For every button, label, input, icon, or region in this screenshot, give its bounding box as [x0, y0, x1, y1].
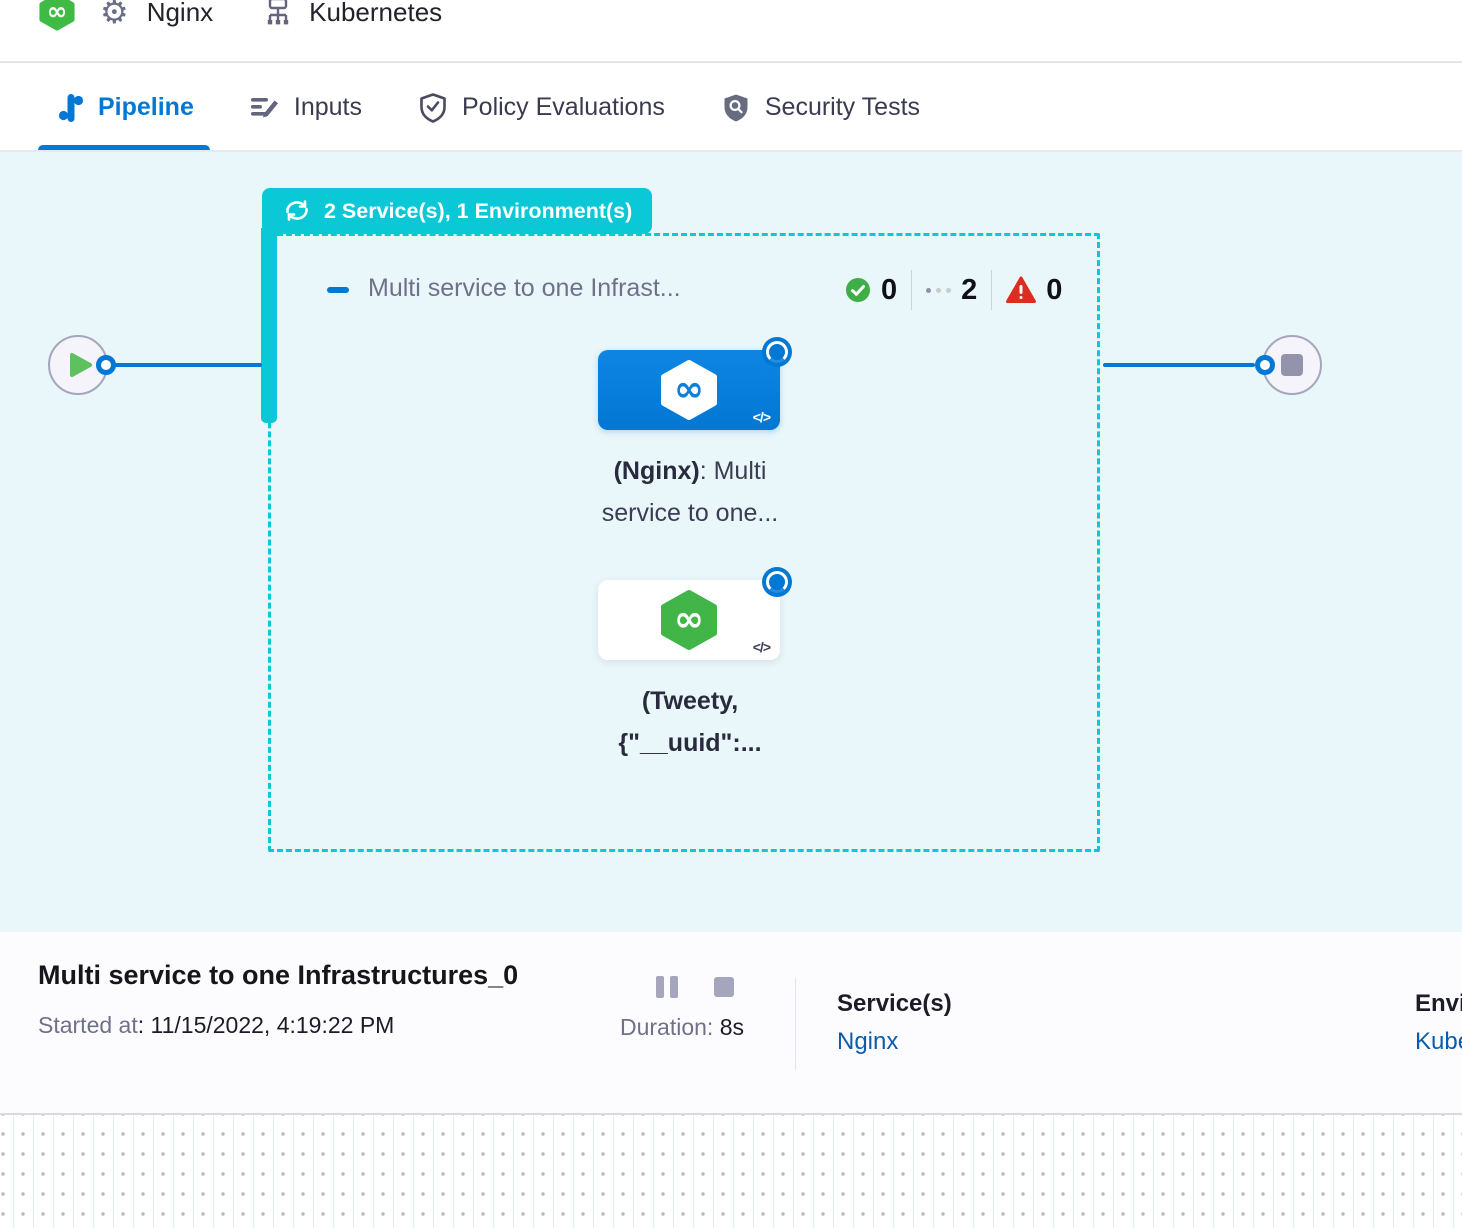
pipeline-canvas: 2 Service(s), 1 Environment(s) Multi ser…	[0, 152, 1462, 932]
collapse-stage-button[interactable]	[327, 287, 349, 293]
environments-label: Environment(s)	[1415, 990, 1462, 1017]
started-at: Started at: 11/15/2022, 4:19:22 PM	[38, 1012, 394, 1039]
inputs-icon	[250, 93, 280, 123]
gear-icon: ⚙	[100, 0, 129, 30]
check-circle-icon	[846, 278, 870, 302]
running-spinner-icon	[762, 567, 792, 597]
infrastructure-icon	[261, 0, 295, 27]
warning-triangle-icon	[1006, 276, 1037, 303]
started-at-value: : 11/15/2022, 4:19:22 PM	[137, 1012, 395, 1038]
services-column: Service(s) Nginx	[837, 990, 952, 1056]
divider	[795, 978, 796, 1070]
stage-node-nginx[interactable]: ∞ </>	[598, 350, 780, 430]
tab-label: Pipeline	[98, 93, 194, 121]
failed-counter: 0	[1006, 274, 1062, 307]
divider	[911, 270, 913, 310]
success-count: 0	[881, 273, 898, 306]
shield-scan-icon	[721, 92, 751, 124]
tab-security-tests[interactable]: Security Tests	[721, 65, 920, 150]
header-bar: ∞ ⚙ Nginx Kubernetes	[0, 0, 1462, 63]
tab-label: Security Tests	[764, 93, 921, 121]
tab-policy-evaluations[interactable]: Policy Evaluations	[418, 65, 665, 150]
stage-group-left-bar	[261, 228, 277, 423]
end-connector-dot	[1255, 355, 1275, 375]
log-grid-background	[0, 1113, 1462, 1228]
execution-title: Multi service to one Infrastructures_0	[38, 960, 519, 990]
duration-value: 8s	[719, 1014, 745, 1040]
stage-status-counters: 0 2 0	[845, 270, 1062, 310]
stop-icon	[1281, 354, 1303, 376]
svg-text:∞: ∞	[674, 369, 704, 410]
tab-bar: Pipeline Inputs Policy Evaluations	[0, 65, 1462, 152]
pause-button[interactable]	[656, 976, 678, 998]
svg-text:∞: ∞	[47, 0, 68, 26]
start-connector-dot	[96, 355, 116, 375]
started-at-label: Started at	[38, 1012, 138, 1038]
entity-breadcrumb: ∞ ⚙ Nginx Kubernetes	[38, 0, 442, 38]
svg-text:∞: ∞	[674, 599, 704, 640]
stage-node-name-rest: : Multi service to one...	[601, 457, 779, 527]
pipeline-name: Nginx	[146, 0, 214, 27]
stage-node-name: (Nginx)	[613, 457, 700, 485]
edge-right	[1103, 363, 1255, 367]
shield-check-icon	[418, 92, 448, 124]
stop-button[interactable]	[714, 977, 734, 997]
tab-pipeline[interactable]: Pipeline	[38, 65, 210, 150]
stage-node-tweety-label: (Tweety, {"__uuid":...	[583, 680, 797, 764]
environments-column: Environment(s) Kubernetes	[1415, 990, 1462, 1056]
stage-group-boundary	[268, 233, 1100, 852]
stage-node-tweety[interactable]: ∞ </>	[598, 580, 780, 660]
services-label: Service(s)	[837, 990, 952, 1017]
success-counter: 0	[845, 274, 897, 307]
failed-count: 0	[1046, 273, 1063, 306]
environment-name: Kubernetes	[309, 0, 443, 27]
loop-icon	[282, 198, 312, 224]
stage-group-badge[interactable]: 2 Service(s), 1 Environment(s)	[262, 188, 653, 234]
execution-footer: Multi service to one Infrastructures_0 S…	[0, 932, 1462, 1113]
environment-link-kubernetes[interactable]: Kubernetes	[1415, 1028, 1462, 1055]
stage-node-name: (Tweety, {"__uuid":...	[618, 687, 762, 757]
stage-title: Multi service to one Infrast...	[368, 274, 681, 302]
play-icon	[69, 353, 92, 377]
stage-group-badge-label: 2 Service(s), 1 Environment(s)	[324, 198, 633, 223]
tab-inputs[interactable]: Inputs	[250, 65, 362, 150]
harness-pipeline-logo-icon: ∞	[38, 0, 76, 31]
stage-node-nginx-label: (Nginx): Multi service to one...	[583, 450, 797, 534]
running-spinner-icon	[762, 337, 792, 367]
code-icon: </>	[752, 639, 771, 655]
running-count: 2	[961, 273, 978, 306]
service-link-nginx[interactable]: Nginx	[837, 1028, 899, 1055]
code-icon: </>	[752, 409, 771, 425]
harness-hex-icon: ∞	[661, 590, 717, 650]
tab-label: Inputs	[293, 93, 362, 121]
pipeline-icon	[58, 92, 84, 124]
start-node	[48, 335, 108, 395]
running-counter: 2	[926, 274, 977, 307]
edge-left	[114, 363, 262, 367]
duration: Duration: 8s	[620, 1014, 744, 1041]
running-dots-icon	[926, 287, 952, 293]
tab-label: Policy Evaluations	[461, 93, 665, 121]
harness-hex-icon: ∞	[661, 360, 717, 420]
divider	[991, 270, 993, 310]
duration-label: Duration:	[620, 1014, 714, 1040]
